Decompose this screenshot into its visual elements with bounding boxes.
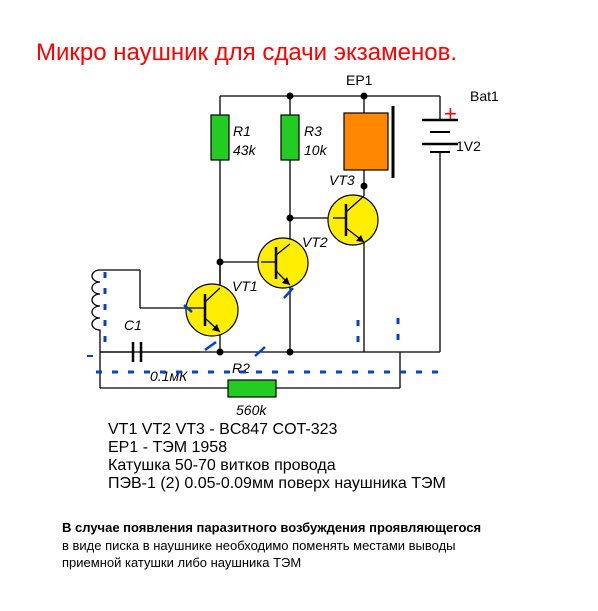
vt3-label: VT3: [329, 172, 355, 188]
transistor-vt1: [185, 283, 239, 337]
r1-value: 43k: [233, 142, 257, 158]
c1-name: C1: [124, 317, 142, 333]
c1-value: 0.1мК: [150, 368, 188, 384]
vt2-label: VT2: [302, 234, 328, 250]
r1-name: R1: [233, 123, 251, 139]
vt1-label: VT1: [232, 278, 258, 294]
capacitor-c1: [131, 342, 143, 362]
r2-name: R2: [232, 360, 250, 376]
note-line-coil: Катушка 50-70 витков провода: [108, 457, 336, 474]
resistor-r3: [280, 114, 300, 161]
footer-line-2: в виде писка в наушнике необходимо помен…: [62, 538, 456, 553]
bat1-label: Bat1: [470, 88, 499, 104]
note-line-wire: ПЭВ-1 (2) 0.05-0.09мм поверх наушника ТЭ…: [108, 475, 446, 492]
earphone-ep1: [343, 106, 395, 178]
bat1-voltage: 1V2: [456, 138, 481, 154]
battery-bat1: [422, 118, 458, 153]
battery-plus-sign: +: [444, 101, 457, 126]
r3-value: 10k: [304, 142, 328, 158]
transistor-vt3: [327, 186, 379, 246]
blue-dash-marks: [87, 272, 440, 374]
coil-inductor: [91, 269, 101, 340]
diagram-title: Микро наушник для сдачи экзаменов.: [36, 39, 457, 66]
ep1-label: EP1: [346, 72, 373, 88]
footer-line-1: В случае появления паразитного возбужден…: [62, 520, 481, 535]
note-line-earphone: EP1 - ТЭМ 1958: [108, 439, 227, 456]
note-line-transistors: VT1 VT2 VT3 - BC847 COT-323: [108, 421, 338, 438]
r3-name: R3: [304, 123, 322, 139]
resistor-r1: [210, 114, 230, 161]
r2-value: 560k: [236, 402, 267, 418]
transistor-vt2: [257, 237, 309, 289]
footer-line-3: приемной катушки либо наушника ТЭМ: [62, 555, 301, 570]
resistor-r2: [227, 379, 277, 398]
